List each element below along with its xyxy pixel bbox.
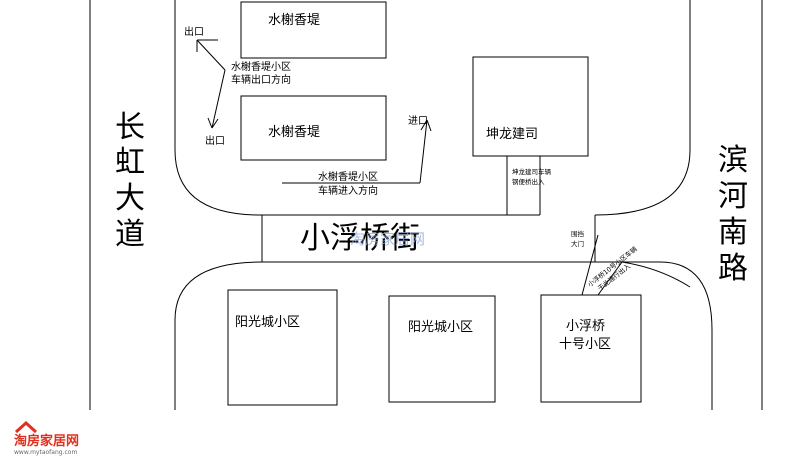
building-label-yangguang-left: 阳光城小区	[235, 315, 300, 330]
binhe-road-west-edge-top	[594, 0, 691, 216]
enter-arrow-head	[420, 119, 428, 131]
building-yangguang-left	[227, 289, 338, 406]
watermark: 淘房家居网	[350, 230, 425, 248]
road-label-binhe-1: 滨	[718, 143, 748, 178]
road-label-changhong-4: 道	[115, 217, 145, 252]
road-label-changhong-1: 长	[115, 110, 145, 145]
label-exit-direction-2: 车辆出口方向	[231, 73, 291, 86]
label-exit-bottom: 出口	[205, 134, 225, 147]
enter-arrow-stem	[419, 119, 428, 184]
no10-access-line-left	[581, 234, 599, 296]
label-gate-2: 大门	[571, 239, 584, 248]
label-enter-direction-2: 车辆进入方向	[318, 184, 378, 197]
changhong-road-east-edge	[174, 0, 540, 216]
building-shuixie-top	[240, 1, 387, 59]
building-label-yangguang-mid: 阳光城小区	[408, 320, 473, 335]
building-xiaofuqiao-no10	[540, 294, 642, 403]
label-exit-direction-1: 水榭香堤小区	[231, 60, 291, 73]
road-label-binhe-2: 河	[718, 179, 748, 214]
no10-access-line-right	[597, 261, 623, 296]
exit-arrow-bottom-head2	[211, 118, 219, 129]
building-label-shuixie-mid: 水榭香堤	[268, 124, 320, 140]
no10-access-arc	[621, 261, 691, 288]
label-entrance: 进口	[408, 115, 428, 127]
building-shuixie-mid	[240, 95, 387, 161]
site-logo: 淘房家居网 www.mytaofang.com	[10, 418, 102, 456]
label-kunlong-access-2: 钢便桥出入	[512, 177, 545, 186]
building-label-shuixie-top: 水榭香堤	[268, 12, 320, 28]
road-label-xiaofuqiao: 小浮桥街	[300, 221, 420, 256]
label-enter-direction-1: 水榭香堤小区	[318, 170, 378, 183]
label-gate-1: 围挡	[571, 229, 584, 238]
south-block-edge	[174, 261, 713, 410]
building-kunlong	[472, 56, 589, 157]
logo-url: www.mytaofang.com	[14, 449, 77, 456]
logo-name: 淘房家居网	[14, 433, 79, 449]
road-label-binhe-3: 南	[718, 215, 748, 250]
exit-arrow-bottom-stem	[211, 69, 226, 129]
house-roof-icon	[14, 420, 38, 434]
label-kunlong-access-1: 坤龙建司车辆	[512, 167, 552, 176]
building-yangguang-mid	[388, 295, 496, 403]
building-label-xiaofuqiao-2: 十号小区	[559, 337, 611, 352]
exit-arrow-top-stem	[196, 39, 226, 71]
building-label-kunlong: 坤龙建司	[486, 127, 538, 142]
label-exit-top: 出口	[184, 25, 204, 38]
road-label-binhe-4: 路	[718, 251, 748, 286]
road-label-changhong-2: 虹	[115, 145, 145, 180]
road-label-changhong-3: 大	[115, 181, 145, 216]
building-label-xiaofuqiao-1: 小浮桥	[566, 319, 605, 334]
enter-arrow-head2	[426, 119, 432, 132]
exit-arrow-bottom-head	[207, 117, 213, 129]
